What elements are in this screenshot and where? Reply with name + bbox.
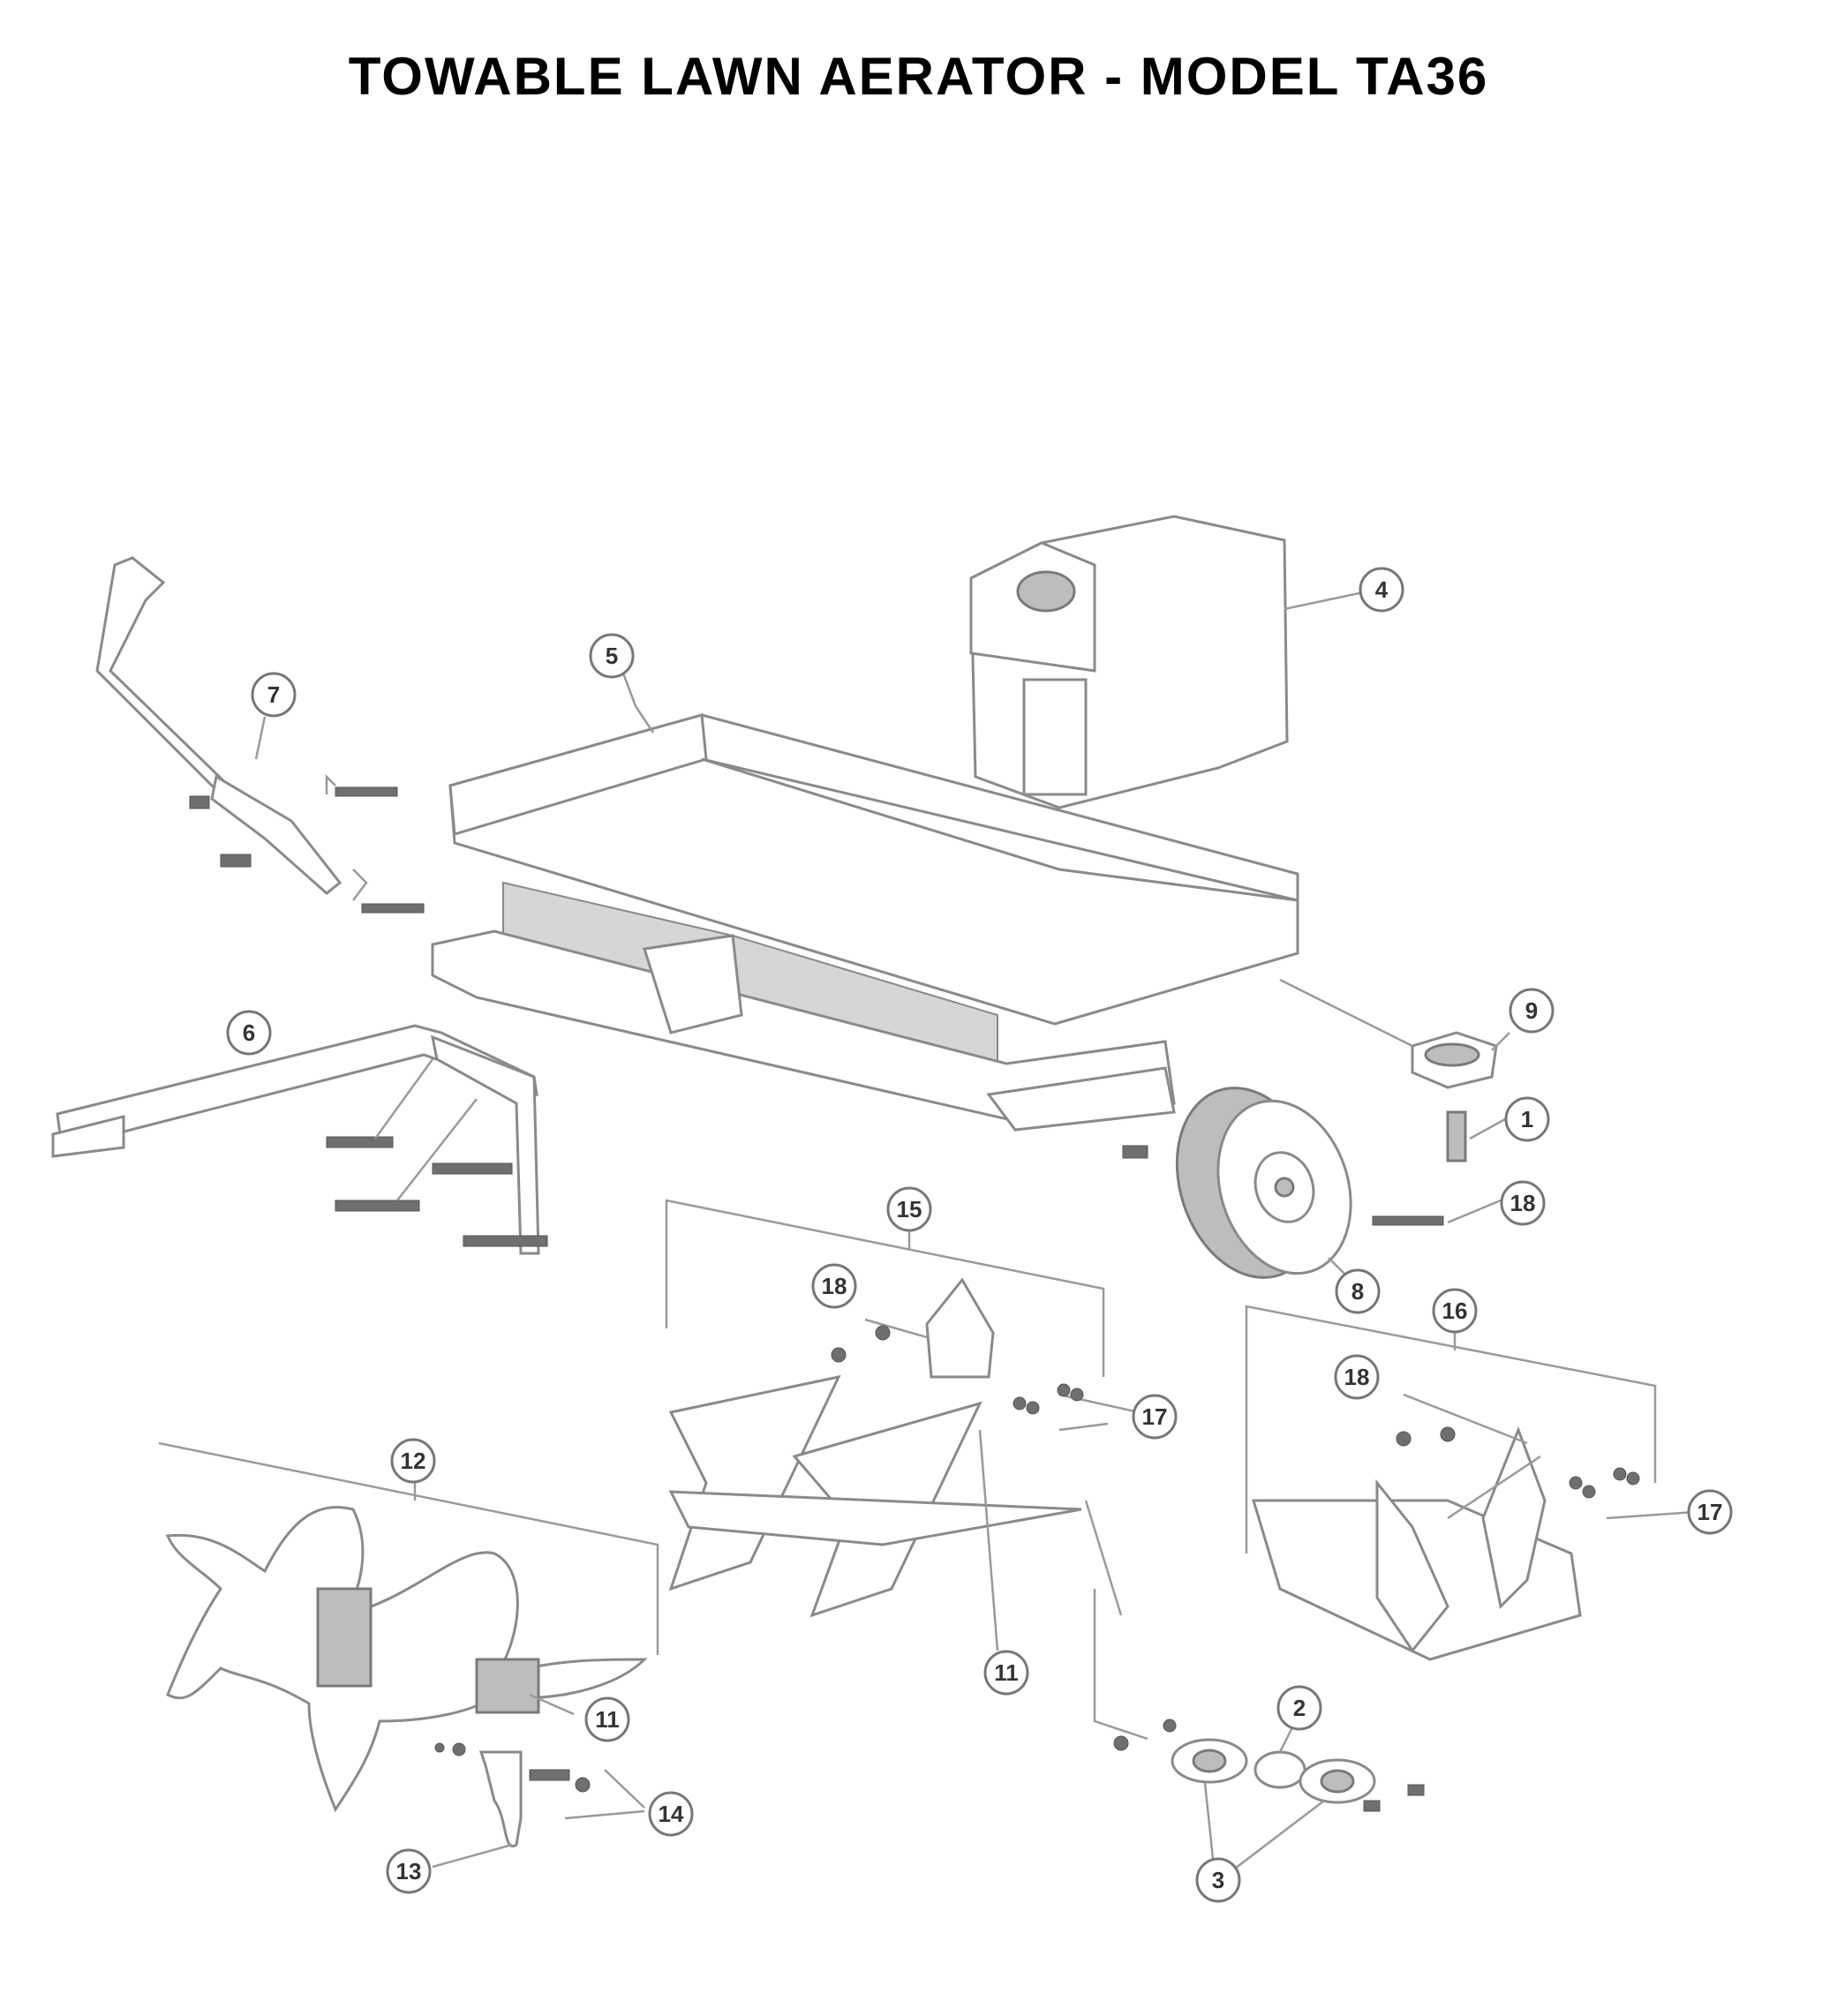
svg-text:1: 1	[1521, 1106, 1533, 1132]
svg-text:2: 2	[1293, 1695, 1306, 1721]
wheel-part	[1122, 1087, 1502, 1279]
page-title: TOWABLE LAWN AERATOR - MODEL TA36	[348, 47, 1489, 106]
svg-text:18: 18	[1510, 1190, 1536, 1216]
tine-assembly-right-part	[1245, 1305, 1696, 1661]
tine-assembly-center-part	[665, 1199, 1148, 1741]
callout-18-center: 18	[811, 1263, 857, 1309]
svg-text:9: 9	[1525, 997, 1538, 1024]
callout-3: 3	[1195, 1857, 1241, 1903]
callout-4: 4	[1359, 567, 1404, 613]
callout-6: 6	[226, 1010, 272, 1056]
callout-8: 8	[1335, 1268, 1381, 1314]
svg-text:3: 3	[1212, 1867, 1224, 1893]
svg-text:4: 4	[1375, 576, 1389, 603]
callout-18-wheel: 18	[1500, 1180, 1546, 1226]
svg-text:17: 17	[1698, 1499, 1723, 1525]
callout-18-right: 18	[1334, 1354, 1380, 1400]
svg-text:11: 11	[595, 1706, 620, 1733]
svg-text:11: 11	[994, 1659, 1019, 1686]
bearing-flange-parts	[1113, 1719, 1425, 1872]
callout-11-left: 11	[584, 1696, 630, 1742]
callout-1: 1	[1504, 1096, 1550, 1142]
svg-text:18: 18	[822, 1273, 847, 1299]
svg-text:14: 14	[659, 1801, 684, 1827]
tine-assembly-left-part	[158, 1441, 659, 1813]
svg-text:15: 15	[897, 1196, 922, 1222]
callout-14: 14	[648, 1791, 694, 1837]
callout-5: 5	[589, 633, 635, 679]
callout-12: 12	[390, 1438, 436, 1484]
weight-tray-part	[969, 515, 1360, 809]
svg-text:7: 7	[267, 681, 280, 708]
single-tine-part	[432, 1742, 645, 1869]
svg-text:17: 17	[1142, 1403, 1168, 1430]
svg-text:8: 8	[1351, 1278, 1364, 1305]
svg-text:16: 16	[1442, 1298, 1468, 1324]
tow-handle-part	[95, 556, 425, 914]
svg-text:5: 5	[606, 643, 618, 669]
callout-7: 7	[251, 672, 297, 718]
callout-16: 16	[1432, 1288, 1478, 1334]
callout-17-right: 17	[1687, 1489, 1733, 1535]
svg-text:6: 6	[243, 1019, 255, 1046]
callout-2: 2	[1276, 1685, 1322, 1731]
main-deck-part	[431, 670, 1299, 1132]
callout-9: 9	[1509, 988, 1555, 1034]
svg-text:12: 12	[401, 1448, 426, 1474]
tow-bar-part	[51, 1024, 548, 1255]
callout-17-center: 17	[1132, 1394, 1178, 1440]
callout-15: 15	[886, 1186, 932, 1232]
callout-11-center: 11	[983, 1650, 1029, 1696]
svg-text:13: 13	[396, 1858, 422, 1884]
svg-text:18: 18	[1344, 1364, 1370, 1390]
callout-13: 13	[386, 1848, 432, 1894]
axle-bolt-part	[1446, 1110, 1506, 1162]
hub-cap-part	[1279, 978, 1510, 1089]
